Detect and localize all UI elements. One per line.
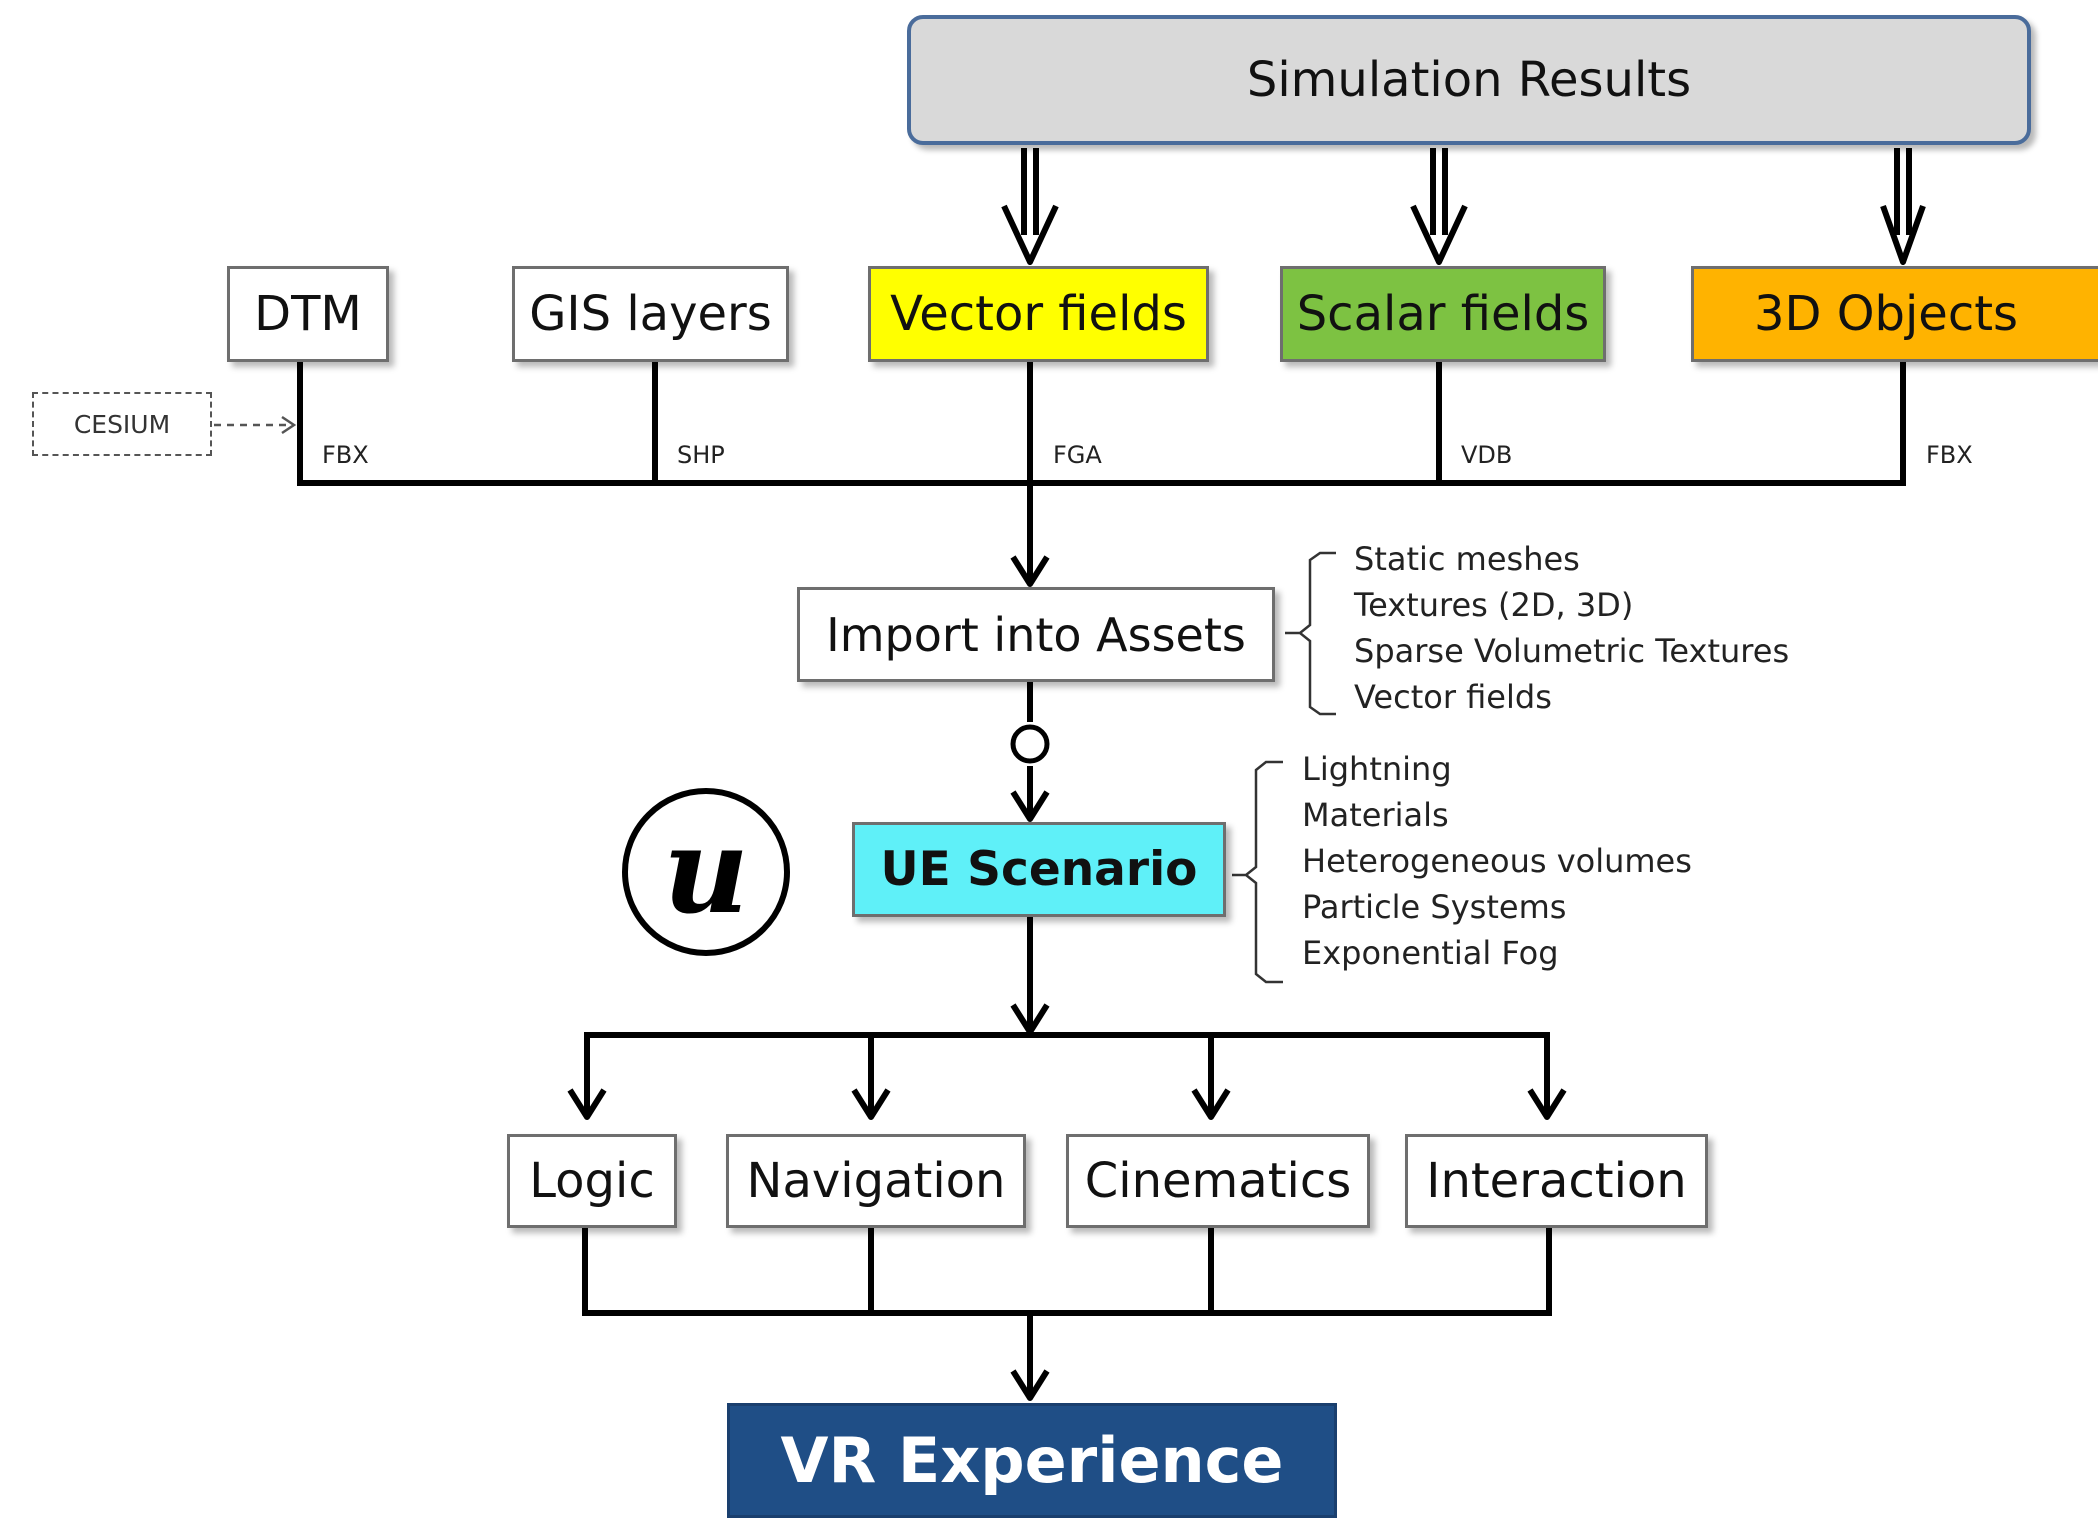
- cinematics-box: Cinematics: [1066, 1134, 1370, 1228]
- logic-label: Logic: [529, 1153, 655, 1209]
- vr-experience-box: VR Experience: [727, 1403, 1337, 1518]
- double-arrow-scalar: [1410, 148, 1468, 265]
- gis-layers-box: GIS layers: [512, 266, 789, 362]
- simulation-results-box: Simulation Results: [907, 15, 2031, 145]
- import-asset-types-list: Static meshes Textures (2D, 3D) Sparse V…: [1354, 536, 1789, 720]
- import-into-assets-label: Import into Assets: [826, 607, 1246, 662]
- logic-box: Logic: [507, 1134, 677, 1228]
- list-item: Particle Systems: [1302, 888, 1567, 926]
- format-label-objects: FBX: [1926, 441, 1973, 469]
- format-label-dtm: FBX: [322, 441, 369, 469]
- format-label-scalar: VDB: [1461, 441, 1513, 469]
- scenario-bracket: [1232, 760, 1283, 984]
- list-item: Vector fields: [1354, 678, 1552, 716]
- navigation-box: Navigation: [726, 1134, 1026, 1228]
- gis-layers-label: GIS layers: [529, 286, 772, 342]
- list-item: Heterogeneous volumes: [1302, 842, 1692, 880]
- cesium-arrow: [214, 415, 297, 435]
- list-item: Static meshes: [1354, 540, 1580, 578]
- dtm-box: DTM: [227, 266, 389, 362]
- cinematics-label: Cinematics: [1084, 1153, 1352, 1209]
- list-item: Lightning: [1302, 750, 1452, 788]
- ue-scenario-box: UE Scenario: [852, 822, 1226, 917]
- vr-experience-label: VR Experience: [780, 1424, 1284, 1497]
- cesium-box: CESIUM: [32, 392, 212, 456]
- format-label-gis: SHP: [677, 441, 725, 469]
- double-arrow-vector: [1001, 148, 1059, 265]
- dtm-label: DTM: [254, 286, 362, 342]
- simulation-results-label: Simulation Results: [1246, 52, 1692, 108]
- svg-text:u: u: [663, 801, 749, 940]
- import-bracket: [1285, 551, 1336, 716]
- list-item: Sparse Volumetric Textures: [1354, 632, 1790, 670]
- junction-circle: [1010, 724, 1050, 764]
- import-into-assets-box: Import into Assets: [797, 587, 1275, 682]
- scenario-features-list: Lightning Materials Heterogeneous volume…: [1302, 746, 1692, 976]
- cesium-label: CESIUM: [73, 409, 171, 439]
- ue-scenario-label: UE Scenario: [880, 842, 1198, 897]
- interaction-box: Interaction: [1405, 1134, 1708, 1228]
- interaction-label: Interaction: [1426, 1153, 1687, 1209]
- scalar-fields-label: Scalar fields: [1296, 286, 1590, 342]
- 3d-objects-box: 3D Objects: [1691, 266, 2098, 362]
- list-item: Exponential Fog: [1302, 934, 1559, 972]
- vector-fields-box: Vector fields: [868, 266, 1209, 362]
- list-item: Textures (2D, 3D): [1354, 586, 1634, 624]
- vector-fields-label: Vector fields: [890, 286, 1187, 342]
- scalar-fields-box: Scalar fields: [1280, 266, 1606, 362]
- navigation-label: Navigation: [746, 1153, 1006, 1209]
- list-item: Materials: [1302, 796, 1449, 834]
- unreal-engine-logo-icon: u: [622, 788, 790, 956]
- format-label-vector: FGA: [1053, 441, 1102, 469]
- 3d-objects-label: 3D Objects: [1753, 286, 2019, 342]
- double-arrow-objects: [1880, 148, 1926, 265]
